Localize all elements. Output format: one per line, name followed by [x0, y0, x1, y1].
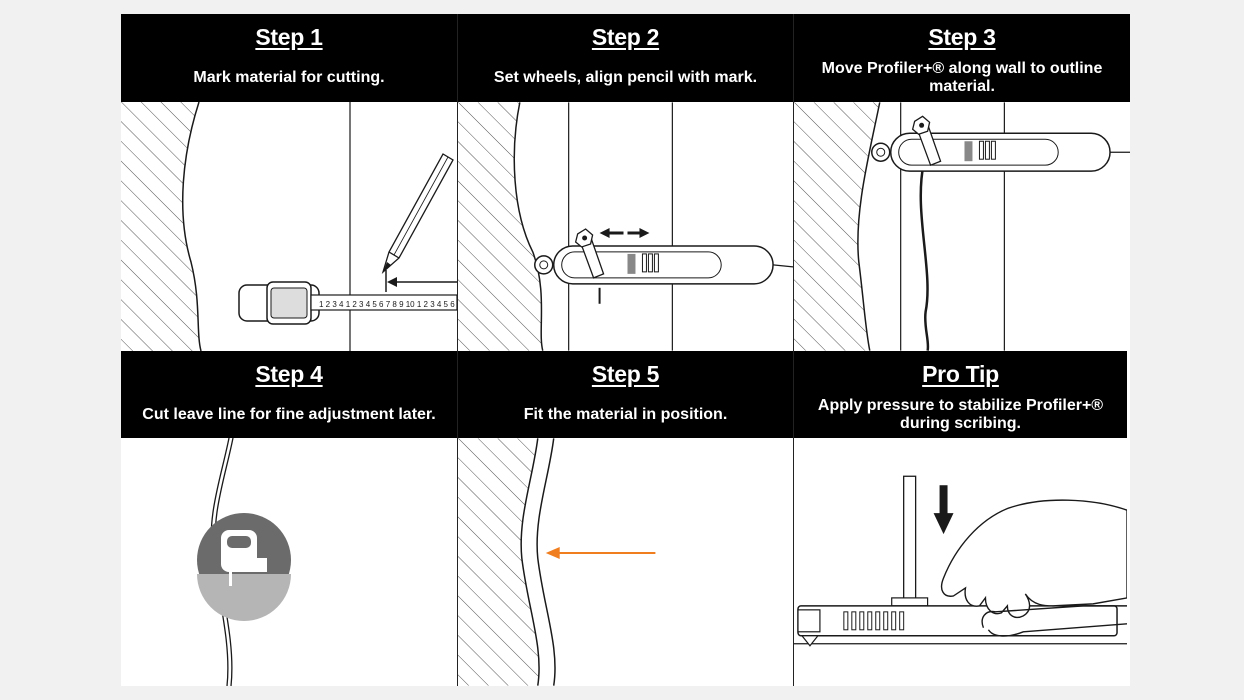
- step-5-panel: Step 5 Fit the material in position.: [457, 351, 793, 686]
- hand-icon: [940, 499, 1127, 637]
- step-4-title: Step 4: [255, 361, 323, 387]
- step-4-illustration: [197, 438, 291, 686]
- step-5-title: Step 5: [591, 361, 660, 387]
- adjust-arrows: [599, 227, 650, 238]
- hatched-wall-icon: [458, 102, 544, 351]
- step-3-description: Move Profiler+® along wall to outline ma…: [821, 60, 1103, 95]
- pro-tip-description: Apply pressure to stabilize Profiler+® d…: [817, 397, 1104, 432]
- step-2-description: Set wheels, align pencil with mark.: [493, 69, 758, 86]
- row-bottom: Step 4 Cut leave line for fine adjustmen…: [121, 351, 1130, 686]
- hatched-wall-icon: [458, 438, 540, 686]
- step-1-description: Mark material for cutting.: [193, 69, 385, 86]
- mark-arrow: [385, 270, 457, 292]
- instruction-sheet: Step 1 Mark material for cutting.: [121, 14, 1130, 686]
- pro-tip-panel: Pro Tip Apply pressure to stabilize Prof…: [793, 351, 1127, 686]
- step-4-panel: Step 4 Cut leave line for fine adjustmen…: [121, 351, 457, 686]
- down-arrow-icon: [933, 485, 954, 535]
- pencil-icon: [381, 153, 454, 274]
- step-1-panel: Step 1 Mark material for cutting.: [121, 14, 457, 351]
- step-3-illustration: [794, 102, 1130, 351]
- row-top: Step 1 Mark material for cutting.: [121, 14, 1130, 351]
- pro-tip-illustration: [794, 475, 1127, 647]
- jigsaw-icon: [197, 513, 291, 621]
- material-edge: [536, 438, 556, 686]
- orange-left-arrow-icon: [545, 547, 656, 560]
- step-3-title: Step 3: [928, 24, 996, 50]
- step-2-illustration: [458, 102, 793, 351]
- scribed-line: [919, 163, 930, 351]
- hatched-wall-icon: [121, 102, 202, 351]
- profiler-tool-icon: [797, 475, 1118, 647]
- step-1-title: Step 1: [255, 24, 323, 50]
- step-2-panel: Step 2 Set wheels, align pencil with mar…: [457, 14, 793, 351]
- step-4-description: Cut leave line for fine adjustment later…: [142, 406, 436, 423]
- step-1-header: Step 1 Mark material for cutting.: [121, 14, 457, 102]
- step-2-header: Step 2 Set wheels, align pencil with mar…: [458, 14, 793, 102]
- profiler-tool-icon: [534, 228, 793, 304]
- step-5-illustration: [458, 438, 656, 686]
- tape-scale-numbers: 1 2 3 4 1 2 3 4 5 6 7 8 9 10 1 2 3 4 5 6…: [319, 300, 457, 309]
- pro-tip-title: Pro Tip: [922, 361, 999, 387]
- hatched-wall-icon: [794, 102, 881, 351]
- step-4-header: Step 4 Cut leave line for fine adjustmen…: [121, 351, 457, 438]
- step-5-header: Step 5 Fit the material in position.: [458, 351, 793, 438]
- step-3-panel: Step 3 Move Profiler+® along wall to out…: [793, 14, 1130, 351]
- step-2-title: Step 2: [591, 24, 660, 50]
- step-1-illustration: 1 2 3 4 1 2 3 4 5 6 7 8 9 10 1 2 3 4 5 6…: [121, 102, 457, 351]
- profiler-tool-icon: [871, 115, 1130, 172]
- pro-tip-header: Pro Tip Apply pressure to stabilize Prof…: [794, 351, 1127, 438]
- step-3-header: Step 3 Move Profiler+® along wall to out…: [794, 14, 1130, 102]
- tape-measure-icon: 1 2 3 4 1 2 3 4 5 6 7 8 9 10 1 2 3 4 5 6…: [238, 281, 457, 325]
- step-5-description: Fit the material in position.: [523, 406, 728, 423]
